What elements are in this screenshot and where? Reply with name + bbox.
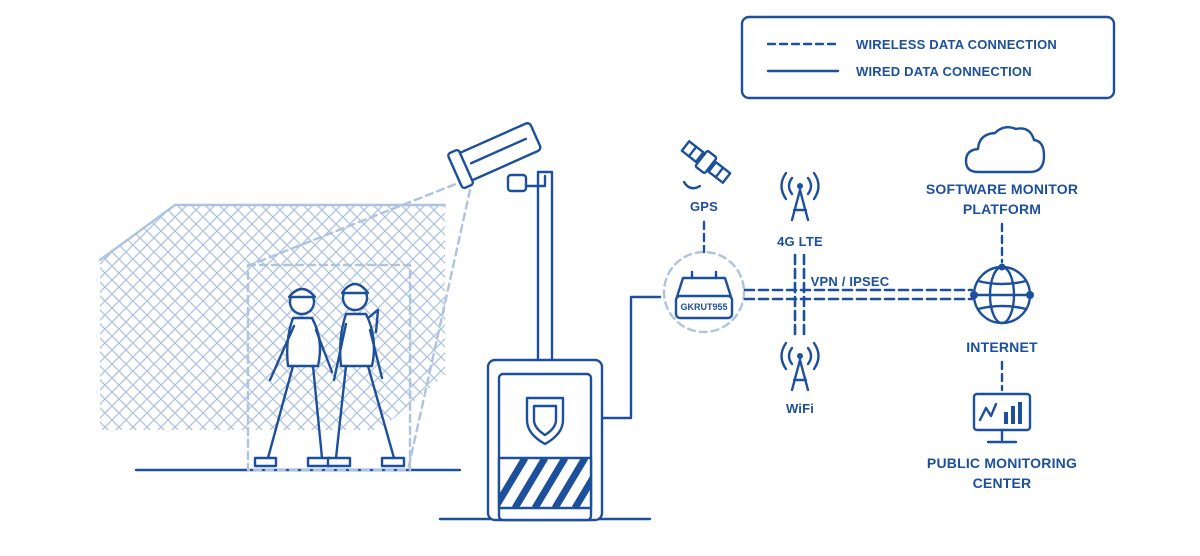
router-model-label: GKRUT955 — [680, 302, 727, 312]
shield-icon — [525, 396, 565, 446]
security-camera-icon — [447, 122, 542, 190]
equipment-cabinet — [486, 358, 604, 522]
cell-tower-icon — [780, 171, 820, 222]
vpn-label: VPN / IPSEC — [811, 274, 890, 289]
gps-node: GPS — [680, 140, 732, 254]
lte-label: 4G LTE — [777, 234, 823, 249]
wired-link-cabinet-router — [601, 295, 662, 420]
public-monitoring-node: PUBLIC MONITORING CENTER — [927, 392, 1077, 491]
internet-node: INTERNET — [966, 263, 1038, 392]
chain-link-fence — [98, 203, 447, 430]
globe-icon — [970, 263, 1034, 325]
router-icon — [674, 270, 734, 320]
public-label-line2: CENTER — [973, 475, 1032, 491]
cell-tower-icon — [780, 341, 820, 392]
legend: WIRELESS DATA CONNECTION WIRED DATA CONN… — [740, 15, 1116, 100]
camera-pole — [506, 170, 554, 364]
wifi-label: WiFi — [786, 401, 814, 416]
legend-wireless-label: WIRELESS DATA CONNECTION — [856, 37, 1057, 52]
software-label-line2: PLATFORM — [963, 201, 1041, 217]
router-node: GKRUT955 — [662, 250, 746, 334]
public-label-line1: PUBLIC MONITORING — [927, 455, 1077, 471]
wifi-node: WiFi — [780, 341, 820, 416]
camera-field-of-view — [246, 178, 472, 472]
software-label-line1: SOFTWARE MONITOR — [926, 181, 1078, 197]
lte-node: 4G LTE — [777, 171, 823, 249]
wireless-links — [743, 253, 974, 340]
gps-label: GPS — [690, 199, 718, 214]
people-walking-icon — [253, 282, 406, 468]
legend-wired-label: WIRED DATA CONNECTION — [856, 64, 1032, 79]
internet-label: INTERNET — [966, 339, 1038, 355]
cloud-icon — [964, 126, 1046, 174]
software-platform-node: SOFTWARE MONITOR PLATFORM — [926, 126, 1078, 264]
monitor-chart-icon — [972, 392, 1032, 444]
satellite-icon — [680, 140, 732, 184]
